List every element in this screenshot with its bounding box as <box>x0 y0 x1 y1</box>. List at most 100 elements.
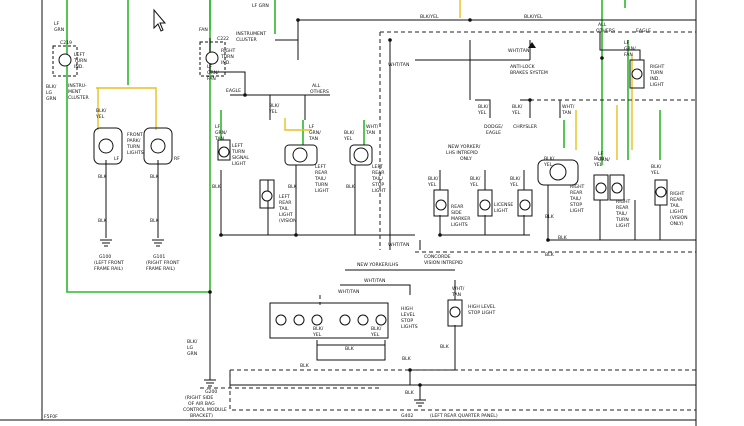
label-blk-4: BLK <box>150 218 160 224</box>
label-lrt-3: TURN <box>314 182 328 188</box>
label-blk-lg-a0: BLK/ <box>187 339 198 345</box>
label-turn3: TURN <box>126 144 140 150</box>
label-blk-11: BLK <box>345 346 355 352</box>
label-rrts-0: RIGHT <box>570 184 585 190</box>
label-all: ALL <box>312 83 321 89</box>
label-blk-3: BLK <box>98 218 108 224</box>
label-blk: BLK/ <box>46 84 57 90</box>
label-by-d0: BLK/ <box>512 104 523 110</box>
label-rrtt-1: REAR <box>616 205 629 211</box>
label-lrtv-2: TAIL <box>278 206 289 212</box>
label-right: RIGHT <box>221 48 236 54</box>
label-lrt-4: LIGHT <box>315 188 329 194</box>
label-all2: ALL <box>598 22 607 28</box>
label-wt-f0: WHT/ <box>452 286 465 292</box>
label-lgf-c2: FAN <box>207 76 216 82</box>
label-by-m1: YEL <box>593 162 603 168</box>
label-lgf-b2: FAN <box>624 52 633 58</box>
label-lgf-c0: LF <box>207 64 213 70</box>
label-g200-desc1: OF AIR BAG <box>188 401 215 407</box>
label-by-k0: BLK/ <box>313 326 324 332</box>
label-front: FRONT <box>127 132 143 138</box>
label-license: LICENSE <box>494 202 513 208</box>
label-cluster2: CLUSTER <box>236 37 258 43</box>
label-lf-turn-signal-0: LEFT <box>232 143 243 149</box>
label-rsm-2: MARKER <box>451 216 471 222</box>
label-license-light: LIGHT <box>494 208 508 214</box>
label-rrtt-3: TURN <box>615 217 629 223</box>
label-by-h0: BLK/ <box>510 176 521 182</box>
label-cluster: CLUSTER <box>68 95 90 101</box>
label-lights: LIGHTS <box>127 150 144 156</box>
label-by-c0: BLK/ <box>478 104 489 110</box>
label-lf-grn-top: LF GRN <box>252 3 269 9</box>
label-lf-turn-signal-2: SIGNAL <box>232 155 249 161</box>
label-c222: C222 <box>217 36 229 42</box>
label-only: ONLY <box>460 156 472 162</box>
label-blk-9: BLK <box>558 235 568 241</box>
label-wt-c: WHT/TAN <box>388 242 409 248</box>
label-by-b0: BLK/ <box>269 103 280 109</box>
label-wt-a0: WHT/ <box>366 124 379 130</box>
label-lrt-0: LEFT <box>315 164 326 170</box>
label-lrts-2: TAIL/ <box>371 176 384 182</box>
label-rrtv-4: (VISION <box>670 215 688 221</box>
label-blk-14: BLK <box>405 390 415 396</box>
label-lgf-b1: GRN/ <box>624 46 636 52</box>
label-eagle3: EAGLE <box>486 130 501 136</box>
label-lrts-3: STOP <box>372 182 384 188</box>
label-rrtt-2: TAIL/ <box>615 211 628 217</box>
label-others: OTHERS <box>310 89 329 95</box>
label-g100: G100 <box>99 254 111 260</box>
label-g101-desc0: (RIGHT FRONT <box>146 260 180 266</box>
label-dodge: DODGE/ <box>484 124 503 130</box>
label-g200: G200 <box>205 389 217 395</box>
label-hls1-2: STOP <box>401 318 413 324</box>
label-fan: FAN <box>199 27 208 33</box>
label-rrtt-0: RIGHT <box>616 199 631 205</box>
label-lgf-a1: GRN/ <box>598 157 610 163</box>
label-lf: LF <box>54 21 60 27</box>
label-wt-f1: TAN <box>451 292 461 298</box>
label-ind2: IND. <box>221 60 231 66</box>
label-lrt-2: TAIL/ <box>314 176 327 182</box>
label-turn2: TURN <box>220 54 234 60</box>
label-blk-lg-a1: LG <box>187 345 194 351</box>
label-hls2-1: STOP LIGHT <box>468 310 495 316</box>
label-by-b1: YEL <box>268 109 278 115</box>
diagram-labels: LF GRN C219 LEFT TURN IND. INSTRU- MENT … <box>44 3 688 420</box>
label-lrtv-0: LEFT <box>279 194 290 200</box>
label-left: LEFT <box>74 52 85 58</box>
label-rrtv-3: LIGHT <box>670 209 684 215</box>
label-rrtv-1: REAR <box>670 197 683 203</box>
label-by-l0: BLK/ <box>371 326 382 332</box>
label-others2: OTHERS <box>596 28 615 34</box>
label-rf-lamp: RF <box>174 156 180 162</box>
label-by-a1: YEL <box>95 114 105 120</box>
arrow-down-icon <box>528 42 536 48</box>
label-lgf-a0: LF <box>598 151 604 157</box>
label-c219: C219 <box>60 40 72 46</box>
label-lgt-a0: LF <box>215 124 221 130</box>
ground-symbols <box>100 239 426 407</box>
label-rsm-1: SIDE <box>451 210 462 216</box>
mouse-pointer-icon <box>153 8 167 32</box>
label-blk-2: BLK <box>150 174 160 180</box>
label-wt-e: WHT/TAN <box>338 289 359 295</box>
label-lhs-intrepid: LHS INTREPID <box>446 150 478 156</box>
label-lrts-0: LEFT <box>372 164 383 170</box>
high-level-lamp-row <box>275 314 387 326</box>
label-by-f1: YEL <box>427 182 437 188</box>
label-lf-turn-signal-1: TURN <box>231 149 245 155</box>
label-ny: NEW YORKER/ <box>448 144 481 150</box>
label-chrysler: CHRYSLER <box>513 124 538 130</box>
label-park: PARK/ <box>127 138 141 144</box>
label-lf-lamp: LF <box>114 156 120 162</box>
label-lgf-b0: LF <box>624 40 630 46</box>
label-lrtv-1: REAR <box>279 200 292 206</box>
label-by-m0: BLK/ <box>594 156 605 162</box>
label-brakes-system: BRAKES SYSTEM <box>510 70 548 76</box>
label-hls1-1: LEVEL <box>401 312 416 318</box>
label-blk-yel-top2: BLK/YEL <box>524 14 543 20</box>
